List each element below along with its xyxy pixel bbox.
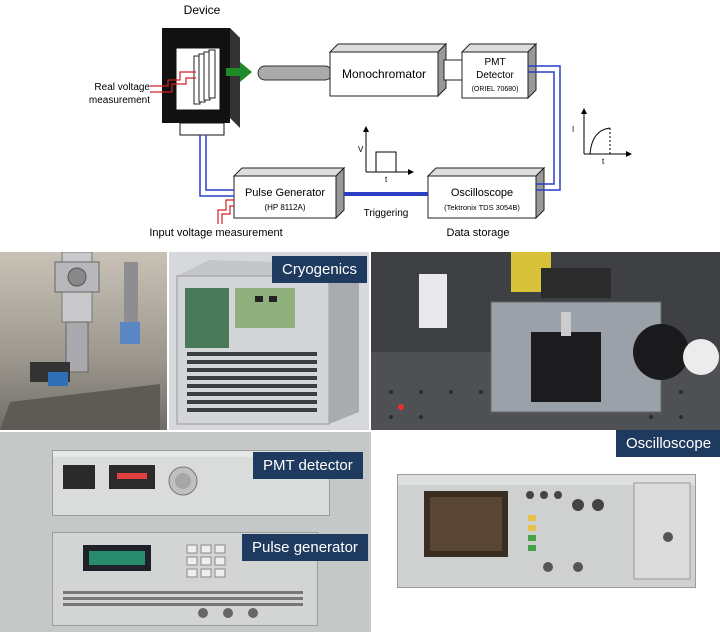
- cryostat-photo: [0, 252, 167, 430]
- pulse-generator-model: (HP 8112A): [264, 203, 305, 212]
- device-block: [162, 28, 240, 136]
- oscilloscope-setup-photo: [371, 252, 720, 430]
- pmt-model: (ORIEL 70680): [472, 86, 519, 93]
- oscilloscope-box: [426, 166, 546, 220]
- emission-arrow: [226, 62, 252, 82]
- caption-pulse-generator: Pulse generator: [242, 534, 368, 561]
- red-wire-real-voltage: [150, 71, 196, 87]
- real-voltage-label-2: measurement: [89, 95, 150, 106]
- pulse-waveform: [363, 126, 414, 175]
- blue-wire-pmt: [528, 65, 561, 191]
- pulse-generator-label: Pulse Generator: [245, 187, 325, 199]
- pmt-box: [460, 42, 538, 100]
- real-voltage-label-1: Real voltage: [94, 82, 150, 93]
- cryogenics-photo: [169, 252, 369, 430]
- pulse-generator-box: [232, 166, 346, 220]
- blue-wire-device: [199, 135, 234, 197]
- device-label: Device: [184, 3, 221, 17]
- response-axis-x: t: [602, 157, 605, 166]
- input-voltage-label: Input voltage measurement: [149, 227, 282, 239]
- pulse-axis-x: t: [385, 175, 388, 184]
- pmt-label-line1: PMT: [484, 57, 505, 68]
- response-waveform: [581, 108, 632, 157]
- caption-cryogenics: Cryogenics: [272, 256, 368, 283]
- response-axis-y: I: [572, 125, 574, 134]
- setup-diagram: Device Monochromator PMT Detector (ORIEL…: [89, 3, 632, 239]
- oscilloscope-photo: [397, 474, 696, 588]
- oscilloscope-model: (Tektronix TDS 3054B): [444, 203, 520, 212]
- pulse-axis-y: V: [358, 145, 364, 154]
- optical-tube: [257, 65, 333, 81]
- oscilloscope-label: Oscilloscope: [451, 187, 513, 199]
- data-storage-label: Data storage: [447, 227, 510, 239]
- red-wire-input-voltage: [217, 199, 234, 224]
- caption-oscilloscope: Oscilloscope: [616, 430, 720, 457]
- caption-pmt-detector: PMT detector: [253, 452, 363, 479]
- monochromator-label: Monochromator: [342, 67, 426, 81]
- pmt-detector-photo: [52, 450, 330, 516]
- monochromator-box: [328, 42, 448, 98]
- pmt-label-line2: Detector: [476, 70, 514, 81]
- triggering-label: Triggering: [364, 208, 409, 219]
